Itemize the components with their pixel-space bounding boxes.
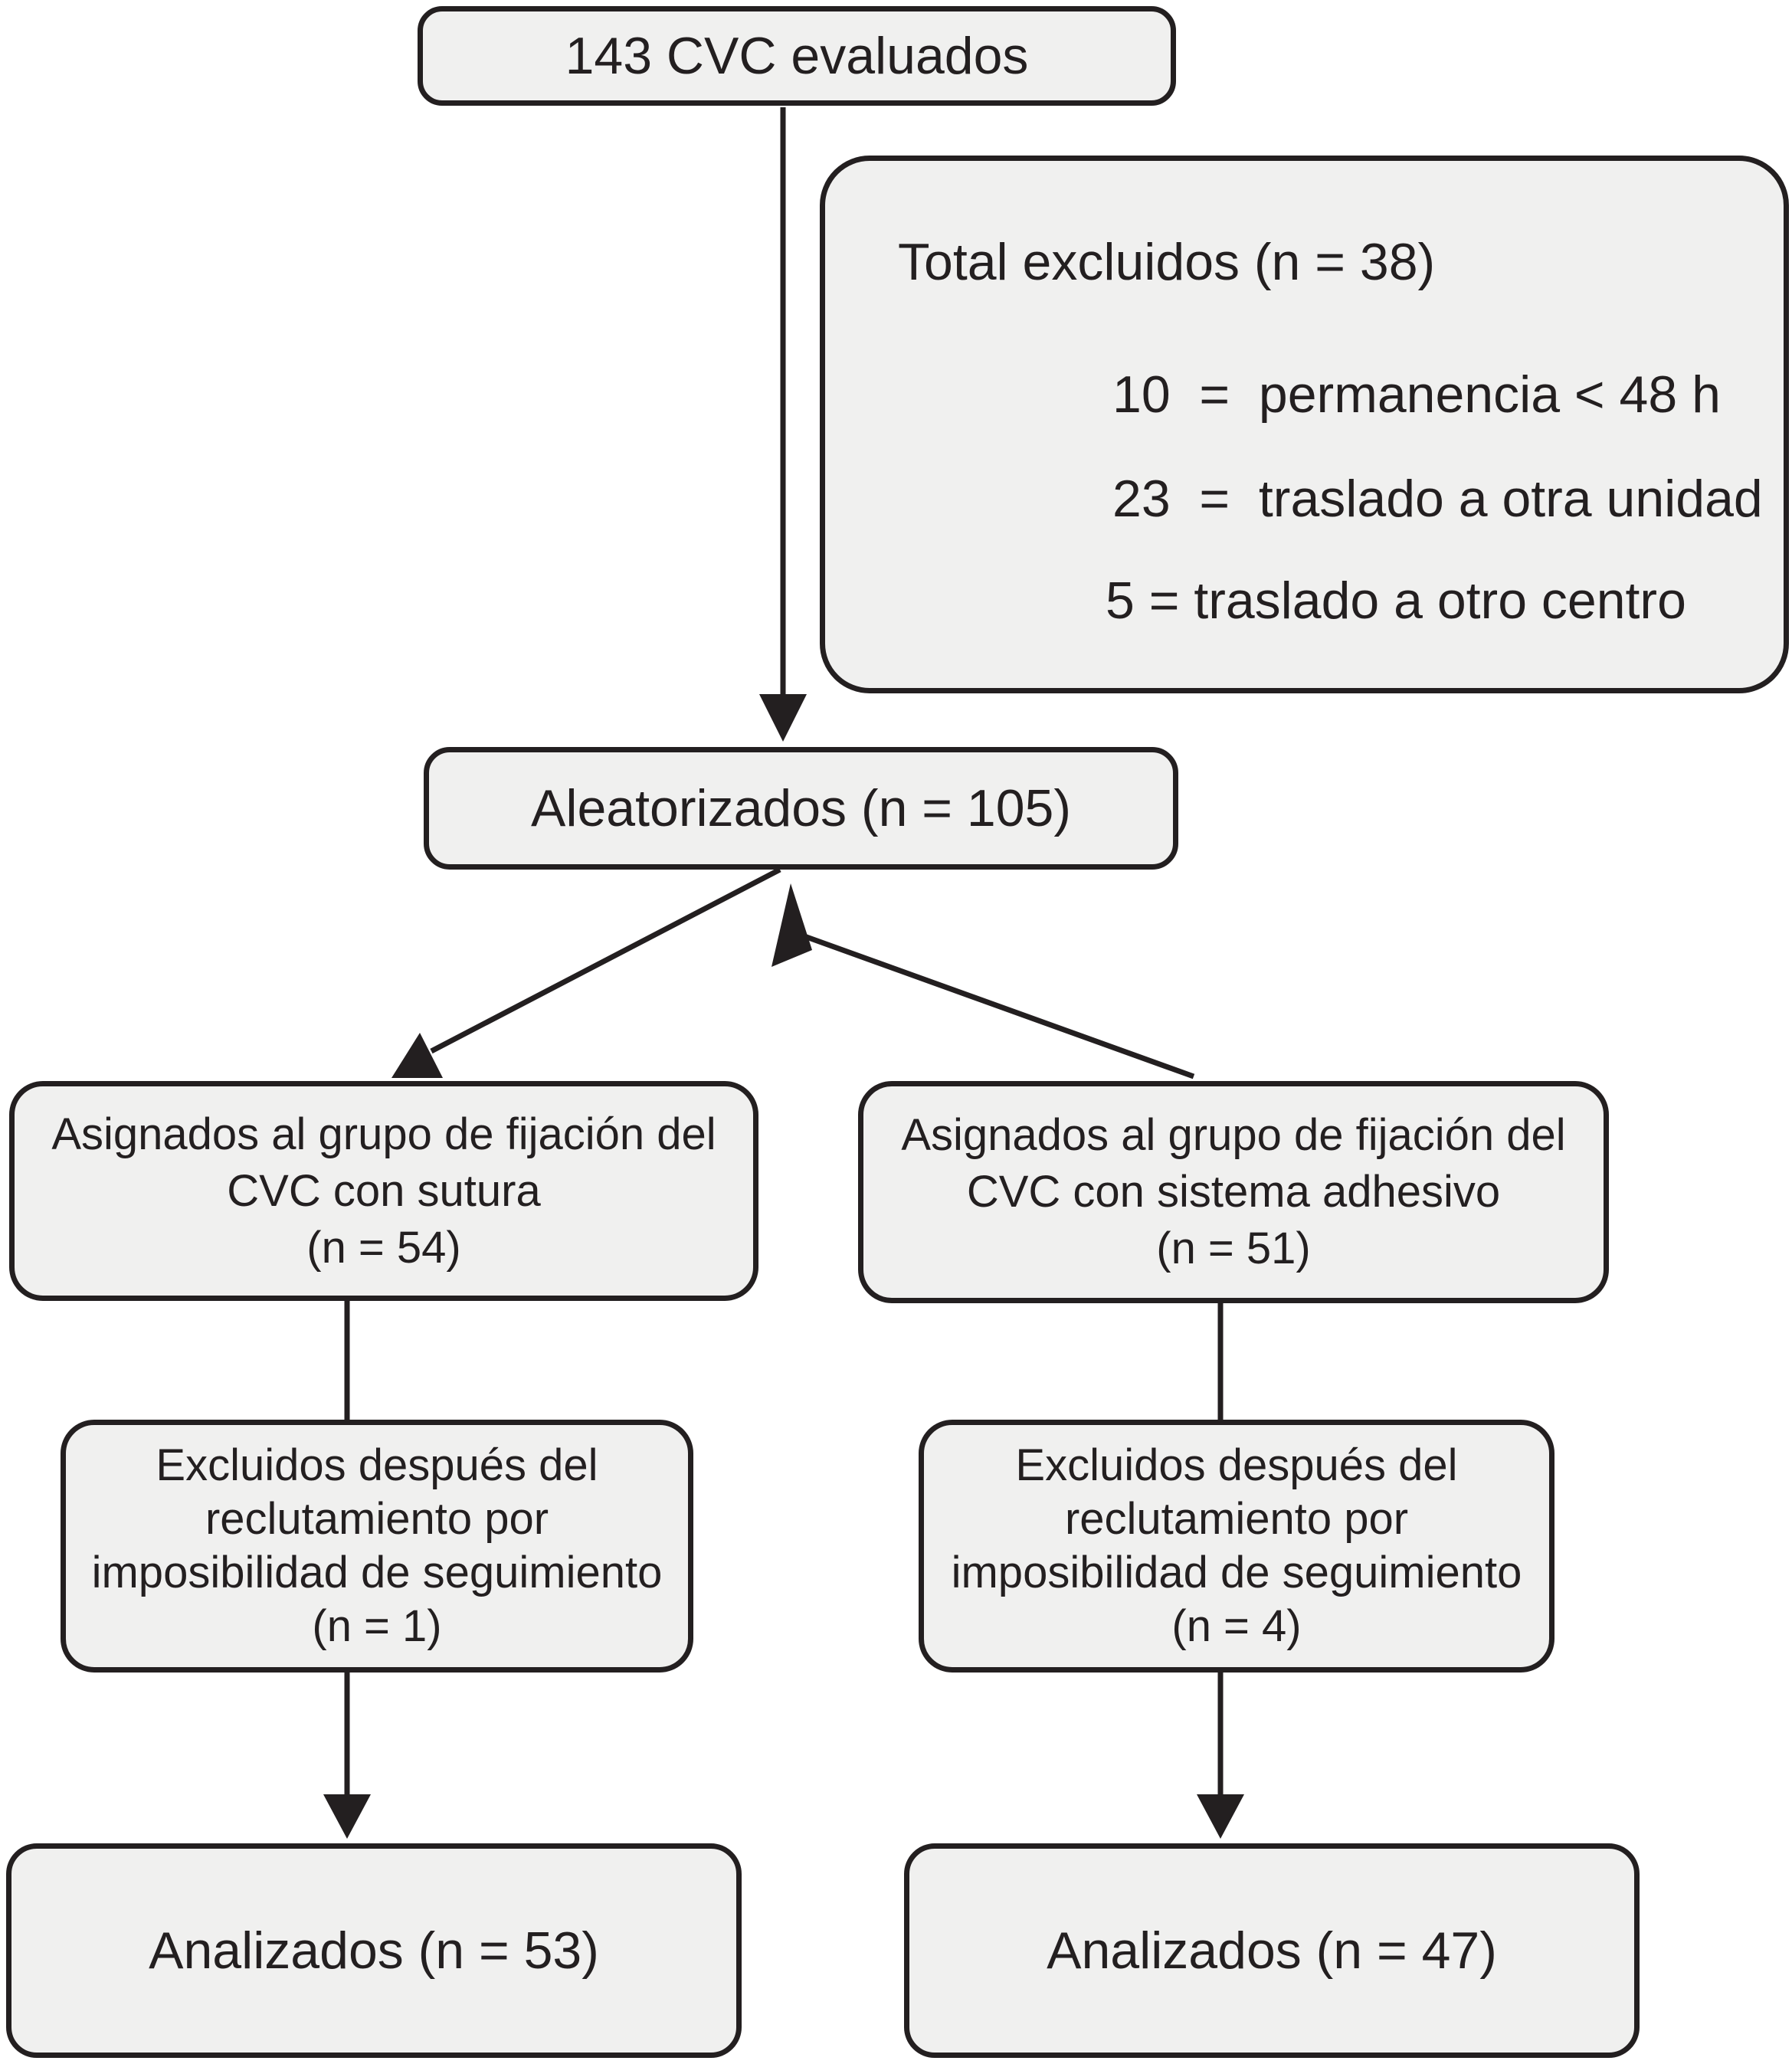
connector-adhesive-excluded-to-analyzed-arrowhead <box>1197 1794 1244 1839</box>
adhesive-excluded-line-2: reclutamiento por <box>1064 1494 1409 1544</box>
suture-excluded-line-3: imposibilidad de seguimiento <box>91 1548 663 1597</box>
exclusions-title: Total excluidos (n = 38) <box>898 233 1436 291</box>
connector-randomized-to-suture-arrowhead <box>391 1033 443 1078</box>
suture-excluded-line-4: (n = 1) <box>312 1601 442 1651</box>
connector-randomized-to-suture-line <box>430 867 781 1054</box>
connector-evaluated-to-randomized-arrowhead <box>759 694 807 742</box>
suture-group-line-1: Asignados al grupo de fijación del <box>51 1109 716 1159</box>
suture-analyzed-box: Analizados (n = 53) <box>6 1843 742 2058</box>
connector-adhesive-to-randomized-line <box>803 933 1195 1080</box>
suture-excluded-line-1: Excluidos después del <box>156 1440 598 1490</box>
adhesive-excluded-line-1: Excluidos después del <box>1015 1440 1458 1490</box>
adhesive-excluded-line-4: (n = 4) <box>1171 1601 1302 1651</box>
adhesive-group-line-3: (n = 51) <box>1156 1224 1311 1273</box>
suture-group-box: Asignados al grupo de fijación del CVC c… <box>9 1081 758 1301</box>
adhesive-group-box: Asignados al grupo de fijación del CVC c… <box>858 1081 1609 1303</box>
exclusion-item-permanencia: 10 = permanencia < 48 h <box>1112 365 1721 424</box>
suture-group-line-2: CVC con sutura <box>227 1165 541 1216</box>
adhesive-excluded-box: Excluidos después del reclutamiento por … <box>919 1420 1554 1672</box>
adhesive-group-line-1: Asignados al grupo de fijación del <box>901 1110 1566 1160</box>
evaluated-box: 143 CVC evaluados <box>418 6 1176 106</box>
suture-analyzed-label: Analizados (n = 53) <box>149 1921 599 1980</box>
connector-adhesive-to-randomized-arrowhead <box>772 883 812 967</box>
suture-group-line-3: (n = 54) <box>306 1222 461 1273</box>
randomized-label: Aleatorizados (n = 105) <box>531 778 1071 837</box>
adhesive-analyzed-box: Analizados (n = 47) <box>904 1843 1640 2058</box>
suture-excluded-box: Excluidos después del reclutamiento por … <box>61 1420 693 1672</box>
adhesive-analyzed-label: Analizados (n = 47) <box>1047 1921 1497 1980</box>
adhesive-group-line-2: CVC con sistema adhesivo <box>966 1167 1501 1217</box>
evaluated-label: 143 CVC evaluados <box>565 26 1029 85</box>
exclusion-item-traslado-centro: 5 = traslado a otro centro <box>1106 572 1686 630</box>
suture-excluded-line-2: reclutamiento por <box>205 1494 549 1544</box>
connector-suture-excluded-to-analyzed-arrowhead <box>323 1794 371 1839</box>
exclusion-item-traslado-unidad: 23 = traslado a otra unidad <box>1112 470 1763 528</box>
adhesive-excluded-line-3: imposibilidad de seguimiento <box>951 1548 1522 1597</box>
randomized-box: Aleatorizados (n = 105) <box>424 747 1178 870</box>
exclusions-box: Total excluidos (n = 38) 10 = permanenci… <box>820 156 1789 693</box>
